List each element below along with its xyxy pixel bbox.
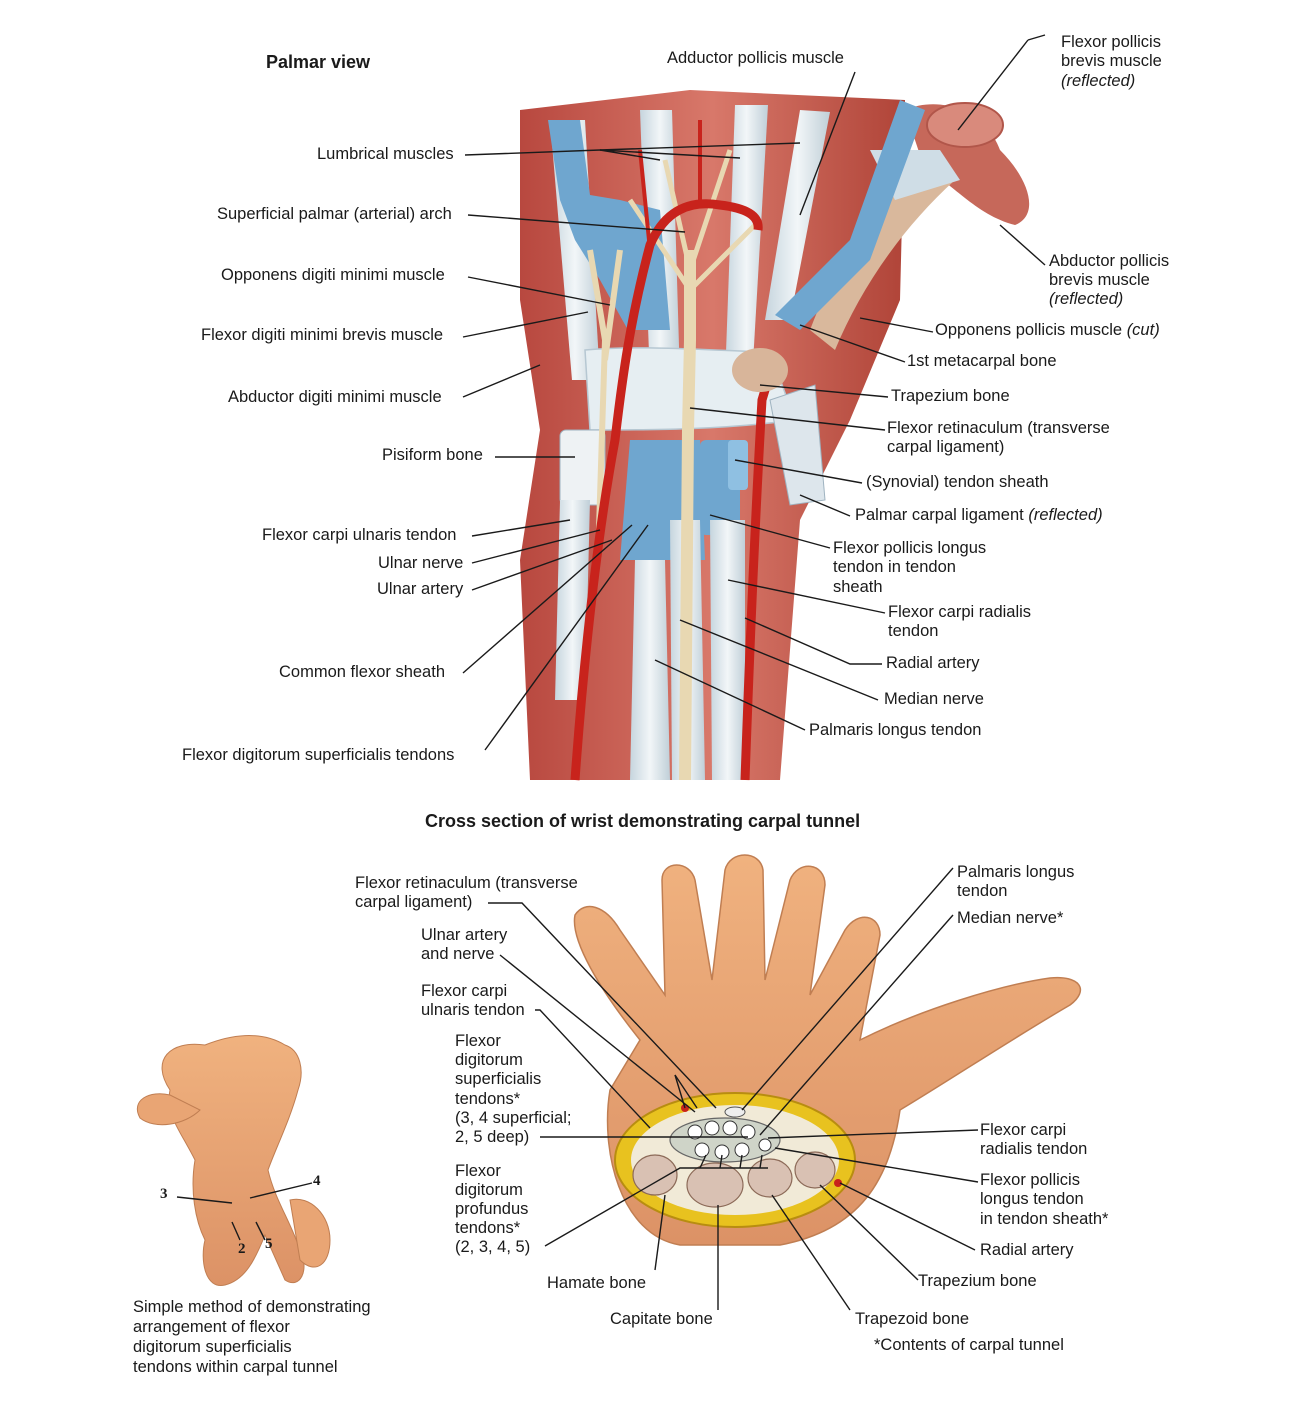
finger-number-2: 2 — [238, 1241, 246, 1257]
label-b-hamate: Hamate bone — [547, 1274, 647, 1292]
label-fpl-1: Flexor pollicis longus — [833, 539, 987, 557]
trapezium-shape — [732, 348, 788, 392]
label-apb-2: brevis muscle — [1049, 271, 1150, 289]
median-nerve-shape — [679, 250, 696, 781]
first-metacarpal-shape — [810, 160, 955, 350]
label-synovial-sheath: (Synovial) tendon sheath — [866, 473, 1049, 491]
label-opponens-digiti-minimi: Opponens digiti minimi muscle — [221, 266, 445, 284]
label-retinaculum-1: Flexor retinaculum (transverse — [887, 419, 1110, 437]
label-fcr-2: tendon — [888, 622, 939, 640]
label-retinaculum-2: carpal ligament) — [887, 438, 1005, 456]
label-fcr-1: Flexor carpi radialis — [888, 603, 1032, 621]
label-apb-1: Abductor pollicis — [1049, 252, 1170, 270]
label-fds-tendons: Flexor digitorum superficialis tendons — [182, 746, 455, 764]
label-trapezium: Trapezium bone — [891, 387, 1010, 405]
label-ulnar-artery: Ulnar artery — [377, 580, 464, 598]
label-abductor-digiti-minimi: Abductor digiti minimi muscle — [228, 388, 442, 406]
label-apb-3: (reflected) — [1049, 290, 1124, 308]
radial-artery-shape — [740, 378, 773, 781]
label-superficial-arch: Superficial palmar (arterial) arch — [217, 205, 452, 223]
label-b-fcr-1: Flexor carpi — [980, 1121, 1067, 1139]
label-b-fpl-1: Flexor pollicis — [980, 1171, 1080, 1189]
cross-section-illustration — [573, 854, 1082, 1246]
label-lumbrical: Lumbrical muscles — [317, 145, 454, 163]
label-b-ret-1: Flexor retinaculum (transverse — [355, 874, 578, 892]
label-palmaris-longus: Palmaris longus tendon — [809, 721, 982, 739]
palmar-view-title: Palmar view — [266, 52, 371, 72]
label-b-fds-6: 2, 5 deep) — [455, 1128, 530, 1146]
finger-number-5: 5 — [265, 1236, 273, 1252]
cross-section-leader-lines — [488, 867, 979, 1311]
label-pisiform: Pisiform bone — [382, 446, 483, 464]
label-b-fds-4: tendons* — [455, 1090, 521, 1108]
flexor-pollicis-brevis-shape — [926, 102, 1004, 148]
label-b-fpl-2: longus tendon — [980, 1190, 1084, 1208]
label-b-ret-2: carpal ligament) — [355, 893, 473, 911]
label-first-metacarpal: 1st metacarpal bone — [907, 352, 1057, 370]
label-adductor-pollicis: Adductor pollicis muscle — [667, 49, 844, 67]
label-b-trapezoid: Trapezoid bone — [855, 1310, 970, 1328]
label-fpb-3: (reflected) — [1061, 72, 1136, 90]
label-b-fcu-2: ulnaris tendon — [421, 1001, 525, 1019]
label-b-fcu-1: Flexor carpi — [421, 982, 508, 1000]
label-b-pl-1: Palmaris longus — [957, 863, 1075, 881]
label-b-fdp-5: (2, 3, 4, 5) — [455, 1238, 531, 1256]
label-b-ua-2: and nerve — [421, 945, 495, 963]
label-fpl-2: tendon in tendon — [833, 558, 956, 576]
label-median-nerve: Median nerve — [884, 690, 984, 708]
label-fpb-2: brevis muscle — [1061, 52, 1162, 70]
label-common-flexor-sheath: Common flexor sheath — [279, 663, 445, 681]
label-b-fds-2: digitorum — [455, 1051, 523, 1069]
label-b-fdp-2: digitorum — [455, 1181, 523, 1199]
label-b-fds-5: (3, 4 superficial; — [455, 1109, 572, 1127]
label-b-fdp-1: Flexor — [455, 1162, 501, 1180]
small-hand-leader-lines — [176, 1182, 313, 1241]
label-flexor-digiti-minimi-brevis: Flexor digiti minimi brevis muscle — [201, 326, 444, 344]
palmar-view-illustration — [520, 90, 1030, 781]
finger-number-4: 4 — [313, 1173, 321, 1189]
label-b-trapezium: Trapezium bone — [918, 1272, 1037, 1290]
label-b-capitate: Capitate bone — [610, 1310, 713, 1328]
label-b-pl-2: tendon — [957, 882, 1008, 900]
label-fcu-tendon: Flexor carpi ulnaris tendon — [262, 526, 457, 544]
label-b-ua-1: Ulnar artery — [421, 926, 508, 944]
label-b-median: Median nerve* — [957, 909, 1064, 927]
label-b-fpl-3: in tendon sheath* — [980, 1210, 1109, 1228]
cross-section-title: Cross section of wrist demonstrating car… — [425, 811, 861, 831]
label-b-radial-artery: Radial artery — [980, 1241, 1074, 1259]
small-hand-caption: Simple method of demonstrating arrangeme… — [133, 1298, 371, 1376]
label-b-fdp-3: profundus — [455, 1200, 529, 1218]
label-b-fds-1: Flexor — [455, 1032, 501, 1050]
finger-number-3: 3 — [160, 1186, 168, 1202]
label-b-fcr-2: radialis tendon — [980, 1140, 1088, 1158]
label-b-fds-3: superficialis — [455, 1070, 542, 1088]
label-fpb-1: Flexor pollicis — [1061, 33, 1161, 51]
footnote: *Contents of carpal tunnel — [874, 1336, 1064, 1354]
small-hand-illustration — [137, 1035, 331, 1286]
palmar-leader-lines — [462, 34, 1046, 751]
label-fpl-3: sheath — [833, 578, 883, 596]
label-ulnar-nerve: Ulnar nerve — [378, 554, 464, 572]
small-hand-shape — [161, 1035, 305, 1286]
label-radial-artery: Radial artery — [886, 654, 980, 672]
ulnar-artery-shape — [570, 199, 763, 781]
label-palmar-carpal: Palmar carpal ligament (reflected) — [855, 506, 1103, 524]
label-opponens-pollicis: Opponens pollicis muscle (cut) — [935, 321, 1160, 339]
label-b-fdp-4: tendons* — [455, 1219, 521, 1237]
